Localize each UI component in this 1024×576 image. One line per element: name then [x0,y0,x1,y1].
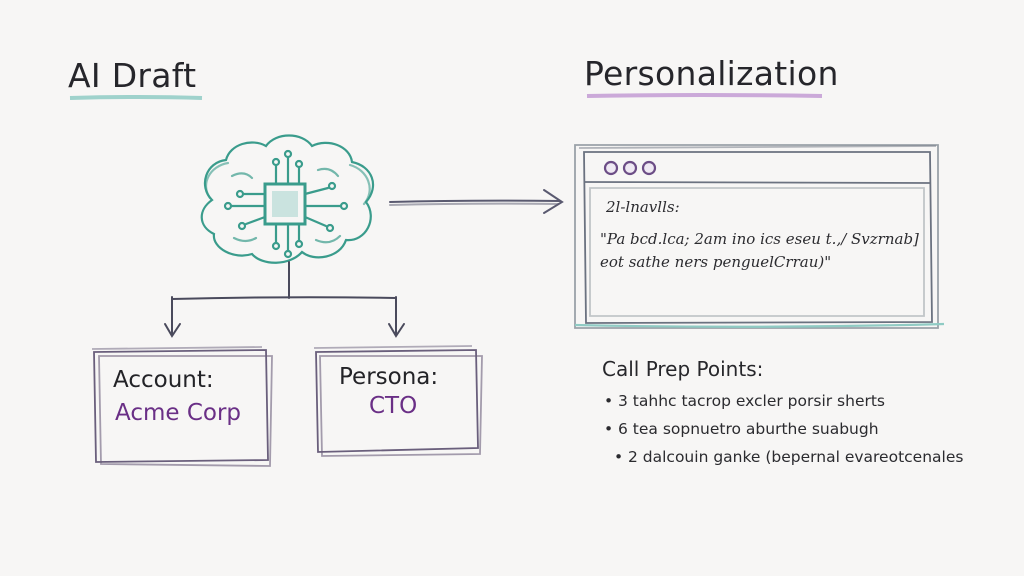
call-prep-list: •3 tahhc tacrop excler porsir sherts •6 … [604,387,963,471]
title-underline-left [69,95,203,100]
title-ai-draft: AI Draft [68,56,197,95]
prep-point-text: 3 tahhc tacrop excler porsir sherts [618,392,886,410]
title-underline-right [586,93,823,98]
window-text-line-2: "Pa bcd.lca; 2am ino ics eseu t.,/ Svzrn… [600,230,919,248]
call-prep-title: Call Prep Points: [602,357,764,381]
list-item: •2 dalcouin ganke (bepernal evareotcenal… [614,443,963,471]
bullet: • [604,420,614,438]
list-item: •3 tahhc tacrop excler porsir sherts [604,387,963,415]
title-personalization: Personalization [584,54,839,93]
persona-value: CTO [369,393,418,419]
brain-chip-icon [200,134,375,264]
persona-box [313,345,483,457]
window-text-line-1: 2l-lnavlls: [606,198,680,216]
account-box [91,346,273,467]
window-dot-3 [641,160,657,176]
window-dots [603,160,657,176]
list-item: •6 tea sopnuetro aburthe suabugh [604,415,963,443]
window-text-line-3: eot sathe ners penguelCrrau)" [600,253,832,271]
prep-point-text: 2 dalcouin ganke (bepernal evareotcenale… [628,448,964,466]
window-dot-2 [622,160,638,176]
persona-label: Persona: [339,364,439,390]
account-label: Account: [113,367,214,393]
arrow-right-icon [389,189,564,214]
connector-tree [164,261,405,338]
bullet: • [614,448,624,466]
bullet: • [604,392,614,410]
window-dot-1 [603,160,619,176]
prep-point-text: 6 tea sopnuetro aburthe suabugh [618,420,879,438]
browser-window [574,144,945,329]
account-value: Acme Corp [115,400,242,426]
